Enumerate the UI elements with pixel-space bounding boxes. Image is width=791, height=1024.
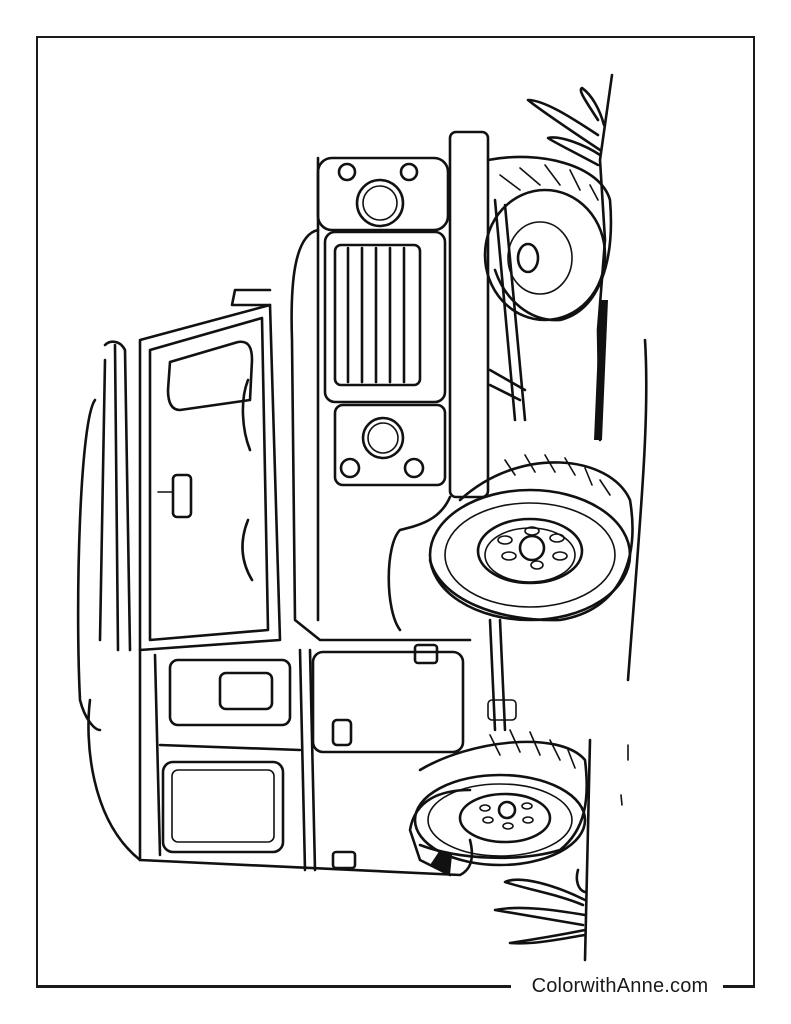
suspension (487, 198, 527, 732)
roll-bar (98, 340, 132, 652)
rear-door-panel (161, 658, 292, 854)
grille (323, 230, 447, 404)
windshield (138, 303, 282, 652)
site-watermark: ColorwithAnne.com (522, 974, 718, 998)
body-lower (87, 648, 474, 877)
front-upper-panel (316, 156, 450, 232)
page-border (36, 36, 755, 987)
ground-lines (583, 73, 648, 962)
grass-top (526, 86, 606, 167)
rear-side (76, 288, 272, 732)
wheel-front (428, 454, 634, 622)
hood-outline (290, 156, 472, 642)
wheel-top-right (483, 155, 613, 322)
page-border-bottom-right (723, 985, 755, 988)
front-door-panel (311, 643, 465, 870)
page-border-bottom-left (36, 985, 511, 988)
shadows (430, 300, 608, 875)
wheel-rear (408, 729, 588, 877)
front-bumper (448, 130, 490, 499)
grass-bottom (493, 868, 587, 945)
front-lower-panel (333, 403, 447, 487)
